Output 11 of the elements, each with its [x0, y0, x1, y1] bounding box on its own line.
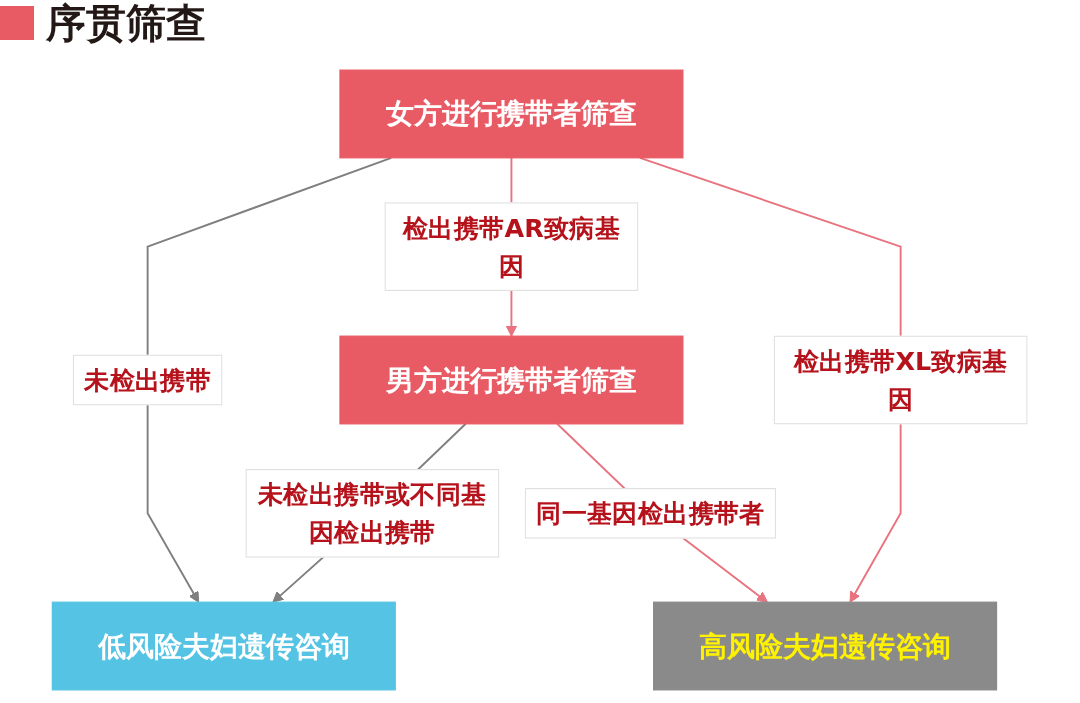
- node-box: 高风险夫妇遗传咨询: [653, 601, 998, 691]
- node-box: 男方进行携带者筛查: [339, 335, 684, 425]
- node-box: 女方进行携带者筛查: [339, 69, 684, 159]
- edge-label: 检出携带XL致病基因: [793, 345, 1008, 415]
- edge-label: 未检出携带或不同基因检出携带: [258, 479, 487, 548]
- edge-label: 未检出携带: [84, 364, 212, 396]
- edge-label: 检出携带AR致病基因: [402, 212, 620, 281]
- arrow: [146, 156, 393, 603]
- title: 序贯筛查: [46, 0, 206, 46]
- node-box: 低风险夫妇遗传咨询: [51, 601, 396, 691]
- edge-label: 同一基因检出携带者: [536, 498, 765, 529]
